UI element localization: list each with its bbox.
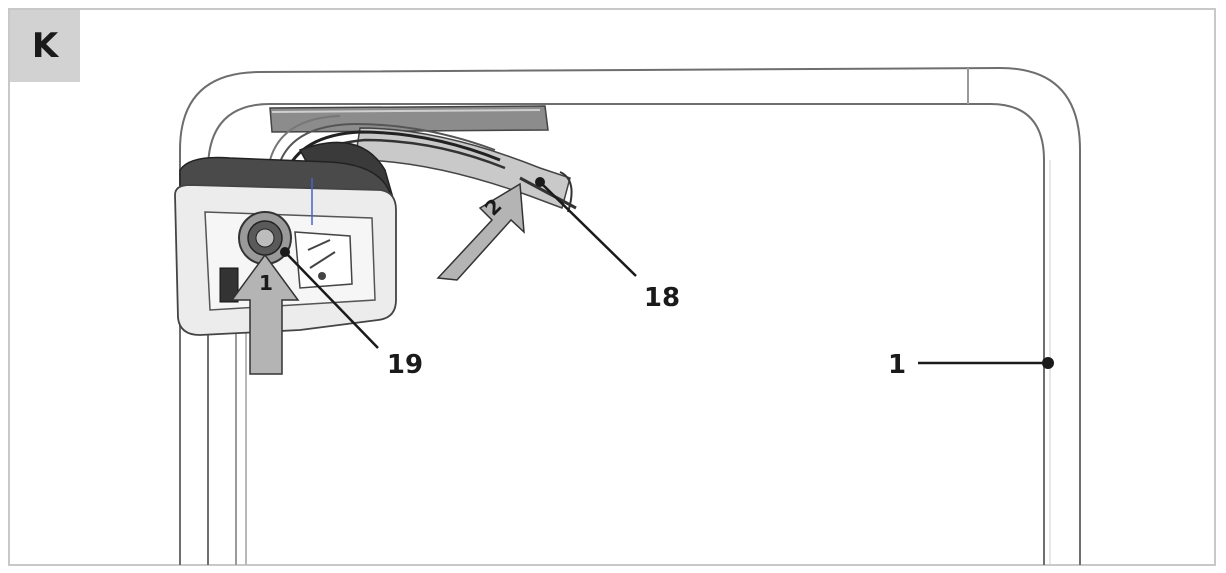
panel-label-k: K xyxy=(10,10,80,82)
callout-18: 18 xyxy=(644,283,680,313)
leader-line-1 xyxy=(918,357,1054,369)
callout-19: 19 xyxy=(387,350,423,380)
leader-line-18 xyxy=(535,177,637,277)
leader-line-19 xyxy=(280,247,379,349)
appliance-frame-outline xyxy=(179,66,1081,565)
callout-1: 1 xyxy=(888,350,906,380)
arrow-2-shape xyxy=(436,182,525,281)
arrow-1-label: 1 xyxy=(259,271,273,295)
arrow-1-shape xyxy=(230,253,300,375)
